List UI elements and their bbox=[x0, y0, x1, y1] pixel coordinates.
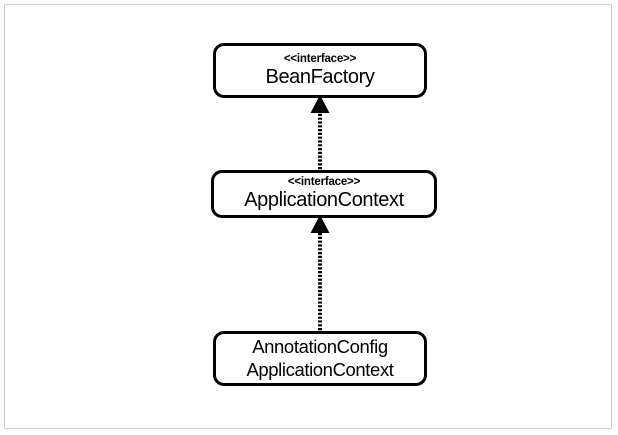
uml-node-beanfactory[interactable]: <<interface>> BeanFactory bbox=[213, 43, 427, 98]
uml-node-annotationconfigapplicationcontext[interactable]: AnnotationConfig ApplicationContext bbox=[213, 331, 427, 386]
arrowhead-filled-triangle bbox=[310, 215, 330, 233]
stereotype-label-applicationcontext: <<interface>> bbox=[287, 176, 361, 189]
inheritance-arrow-applicationcontext-to-beanfactory bbox=[302, 95, 338, 173]
class-name-annotationconfigapplicationcontext-line2: ApplicationContext bbox=[246, 358, 394, 380]
class-name-applicationcontext: ApplicationContext bbox=[244, 189, 404, 212]
inheritance-arrow-icon bbox=[310, 95, 330, 173]
class-name-beanfactory: BeanFactory bbox=[265, 65, 375, 88]
arrowhead-filled-triangle bbox=[310, 95, 330, 113]
stereotype-label-beanfactory: <<interface>> bbox=[283, 52, 357, 65]
class-name-annotationconfigapplicationcontext-line1: AnnotationConfig bbox=[252, 335, 388, 357]
inheritance-arrow-annotationconfigapplicationcontext-to-applicationcontext bbox=[302, 215, 338, 334]
diagram-canvas: <<interface>> BeanFactory <<interface>> … bbox=[4, 4, 612, 429]
uml-node-applicationcontext[interactable]: <<interface>> ApplicationContext bbox=[211, 170, 437, 218]
inheritance-arrow-icon bbox=[310, 215, 330, 334]
